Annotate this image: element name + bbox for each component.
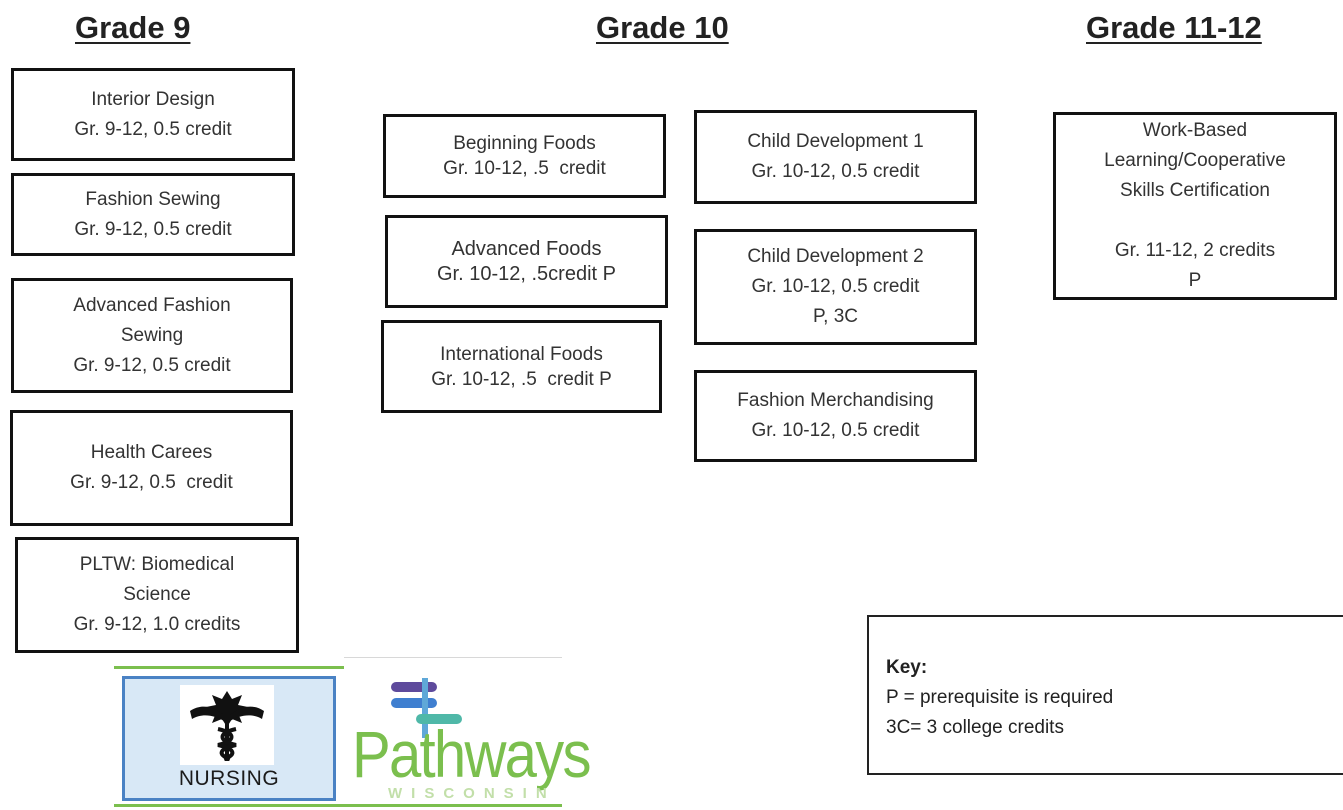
course-text: International Foods Gr. 10-12, .5 credit…: [431, 343, 612, 390]
signpost-icon: [386, 678, 466, 738]
logo-divider-top: [114, 666, 344, 669]
course-text: Fashion Merchandising Gr. 10-12, 0.5 cre…: [737, 390, 934, 441]
course-text: PLTW: Biomedical Science Gr. 9-12, 1.0 c…: [73, 554, 241, 635]
logo-divider-thin: [344, 657, 562, 658]
pathways-wordmark: Pathways: [352, 717, 591, 791]
course-beginning-foods: Beginning Foods Gr. 10-12, .5 credit: [383, 114, 666, 198]
course-text: Interior Design Gr. 9-12, 0.5 credit: [74, 88, 232, 140]
key-prerequisite: P = prerequisite is required: [886, 687, 1114, 708]
course-work-based-learning: Work-Based Learning/Cooperative Skills C…: [1053, 112, 1337, 300]
nursing-label: NURSING: [178, 767, 280, 790]
course-text: Advanced Fashion Sewing Gr. 9-12, 0.5 cr…: [73, 294, 231, 376]
course-pltw-biomedical: PLTW: Biomedical Science Gr. 9-12, 1.0 c…: [15, 537, 299, 653]
nursing-logo: NURSING: [122, 676, 336, 801]
key-title: Key:: [886, 657, 928, 678]
logo-divider-bottom: [114, 804, 562, 807]
course-text: Child Development 2 Gr. 10-12, 0.5 credi…: [747, 246, 924, 327]
course-fashion-merchandising: Fashion Merchandising Gr. 10-12, 0.5 cre…: [694, 370, 977, 462]
course-international-foods: International Foods Gr. 10-12, .5 credit…: [381, 320, 662, 413]
heading-grade-9: Grade 9: [75, 10, 191, 45]
course-advanced-foods: Advanced Foods Gr. 10-12, .5credit P: [385, 215, 668, 308]
course-text: Work-Based Learning/Cooperative Skills C…: [1104, 120, 1286, 291]
pathways-subtitle: WISCONSIN: [388, 785, 556, 802]
course-text: Fashion Sewing Gr. 9-12, 0.5 credit: [74, 188, 232, 240]
heading-grade-11-12: Grade 11-12: [1086, 10, 1262, 45]
key-college-credits: 3C= 3 college credits: [886, 717, 1064, 738]
course-child-development-1: Child Development 1 Gr. 10-12, 0.5 credi…: [694, 110, 977, 204]
course-child-development-2: Child Development 2 Gr. 10-12, 0.5 credi…: [694, 229, 977, 345]
course-text: Child Development 1 Gr. 10-12, 0.5 credi…: [747, 131, 924, 182]
caduceus-icon: [180, 685, 274, 765]
course-text: Beginning Foods Gr. 10-12, .5 credit: [443, 133, 606, 179]
course-health-careers: Health Carees Gr. 9-12, 0.5 credit: [10, 410, 293, 526]
course-advanced-fashion-sewing: Advanced Fashion Sewing Gr. 9-12, 0.5 cr…: [11, 278, 293, 393]
course-text: Advanced Foods Gr. 10-12, .5credit P: [437, 237, 616, 285]
course-text: Health Carees Gr. 9-12, 0.5 credit: [70, 442, 233, 493]
course-fashion-sewing: Fashion Sewing Gr. 9-12, 0.5 credit: [11, 173, 295, 256]
legend-key: Key: P = prerequisite is required 3C= 3 …: [867, 615, 1343, 775]
heading-grade-10: Grade 10: [596, 10, 729, 45]
course-interior-design: Interior Design Gr. 9-12, 0.5 credit: [11, 68, 295, 161]
